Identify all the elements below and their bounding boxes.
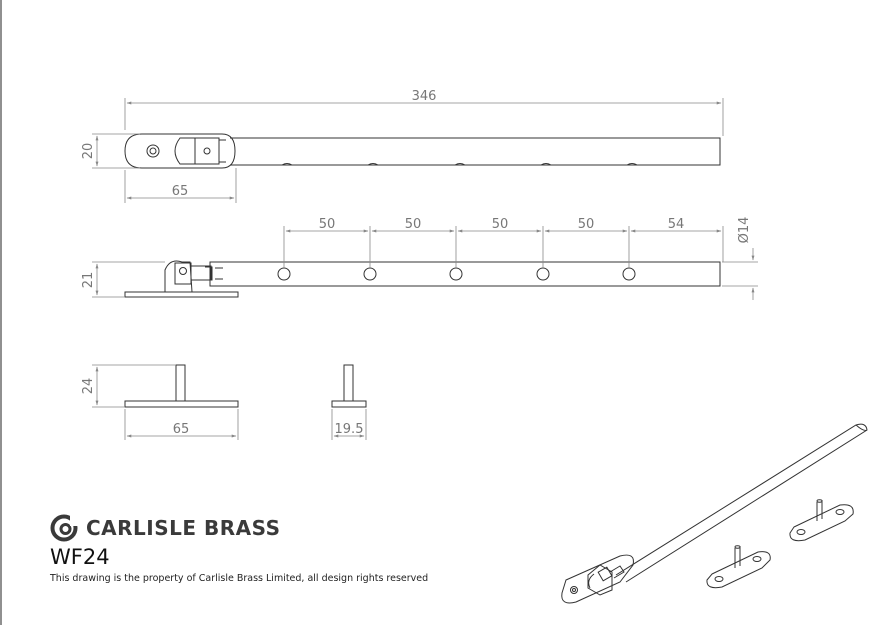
brand-block: CARLISLE BRASS WF24 This drawing is the … xyxy=(50,514,428,584)
dim-hole-spacing-1: 50 xyxy=(319,217,336,232)
brand-name: CARLISLE BRASS xyxy=(86,516,281,540)
top-view-plate xyxy=(124,133,236,169)
side-view-plate xyxy=(124,291,239,298)
side-view-bar xyxy=(209,261,721,287)
screw-hole xyxy=(146,144,160,158)
iso-base-plate xyxy=(561,554,634,604)
iso-pin-plate-2 xyxy=(789,504,854,542)
iso-pin-plate-1 xyxy=(706,551,771,589)
dim-overall-length: 346 xyxy=(412,89,437,104)
side-view xyxy=(124,260,721,298)
isometric-view xyxy=(561,423,868,604)
dim-hole-spacing-5: 54 xyxy=(668,217,685,232)
dim-pin-plate-width: 19.5 xyxy=(335,422,364,437)
top-view xyxy=(124,133,721,169)
iso-bar xyxy=(615,423,868,583)
dim-bar-height: 20 xyxy=(81,143,96,160)
dim-plate-length-top: 65 xyxy=(172,184,189,199)
pin-side-view xyxy=(331,364,367,408)
dim-side-height: 21 xyxy=(81,272,96,289)
dim-hole-spacing-4: 50 xyxy=(578,217,595,232)
top-view-bar xyxy=(230,137,721,166)
brand-row: CARLISLE BRASS xyxy=(50,514,428,542)
dim-hole-spacing-3: 50 xyxy=(492,217,509,232)
product-code: WF24 xyxy=(50,545,110,569)
dim-pin-plate-length: 65 xyxy=(173,422,190,437)
dim-hole-spacing-2: 50 xyxy=(405,217,422,232)
hole-spacing-dims xyxy=(283,226,724,268)
dim-pin-height: 24 xyxy=(81,378,96,395)
dim-bar-diameter: Ø14 xyxy=(737,217,752,244)
rights-notice: This drawing is the property of Carlisle… xyxy=(50,573,429,584)
pin-front-view xyxy=(124,364,239,408)
carlisle-logo-icon xyxy=(50,514,78,542)
